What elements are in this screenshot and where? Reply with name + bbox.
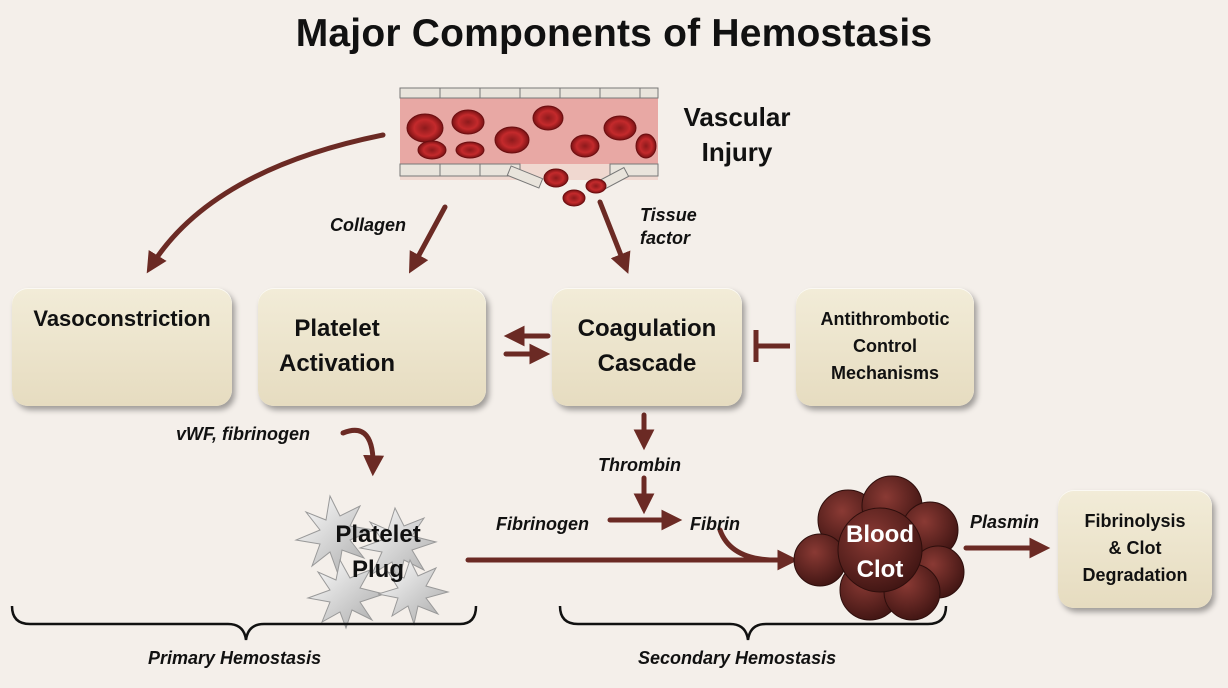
hemostasis-brackets (10, 605, 948, 641)
coagulation-cascade-box: Coagulation Cascade (552, 288, 742, 406)
vasoconstriction-box: Vasoconstriction (12, 288, 232, 406)
antithrombotic-label: Antithrombotic Control Mechanisms (820, 309, 950, 383)
plasmin-label: Plasmin (970, 512, 1040, 532)
pathway-arrows (146, 132, 1051, 571)
collagen-label: Collagen (330, 215, 407, 235)
fibrinogen-label: Fibrinogen (496, 514, 589, 534)
blood-clot-label: Blood Clot (846, 521, 914, 583)
thrombin-label: Thrombin (598, 455, 681, 475)
diagram-title: Major Components of Hemostasis (295, 12, 933, 55)
primary-hemostasis-label: Primary Hemostasis (148, 648, 322, 668)
fibrinolysis-box: Fibrinolysis & Clot Degradation (1058, 490, 1212, 608)
secondary-hemostasis-label: Secondary Hemostasis (638, 648, 837, 668)
coagulation-cascade-label: Coagulation Cascade (577, 315, 717, 377)
fibrinolysis-label: Fibrinolysis & Clot Degradation (1082, 511, 1188, 585)
platelet-plug-label: Platelet Plug (335, 521, 421, 583)
platelet-plug-icon (294, 494, 450, 630)
vascular-injury-label: Vascular Injury (683, 102, 791, 168)
inhibition-line (753, 330, 790, 362)
vascular-injury-illustration (399, 87, 659, 207)
antithrombotic-box: Antithrombotic Control Mechanisms (796, 288, 974, 406)
fibrin-label: Fibrin (690, 514, 740, 534)
blood-clot-icon (793, 475, 965, 621)
vwf-fibrinogen-label: vWF, fibrinogen (176, 424, 310, 444)
tissue-factor-label: Tissue factor (640, 205, 697, 249)
vasoconstriction-label: Vasoconstriction (33, 306, 211, 331)
platelet-activation-box: Platelet Activation (258, 288, 486, 406)
platelet-activation-label: Platelet Activation (278, 315, 395, 377)
